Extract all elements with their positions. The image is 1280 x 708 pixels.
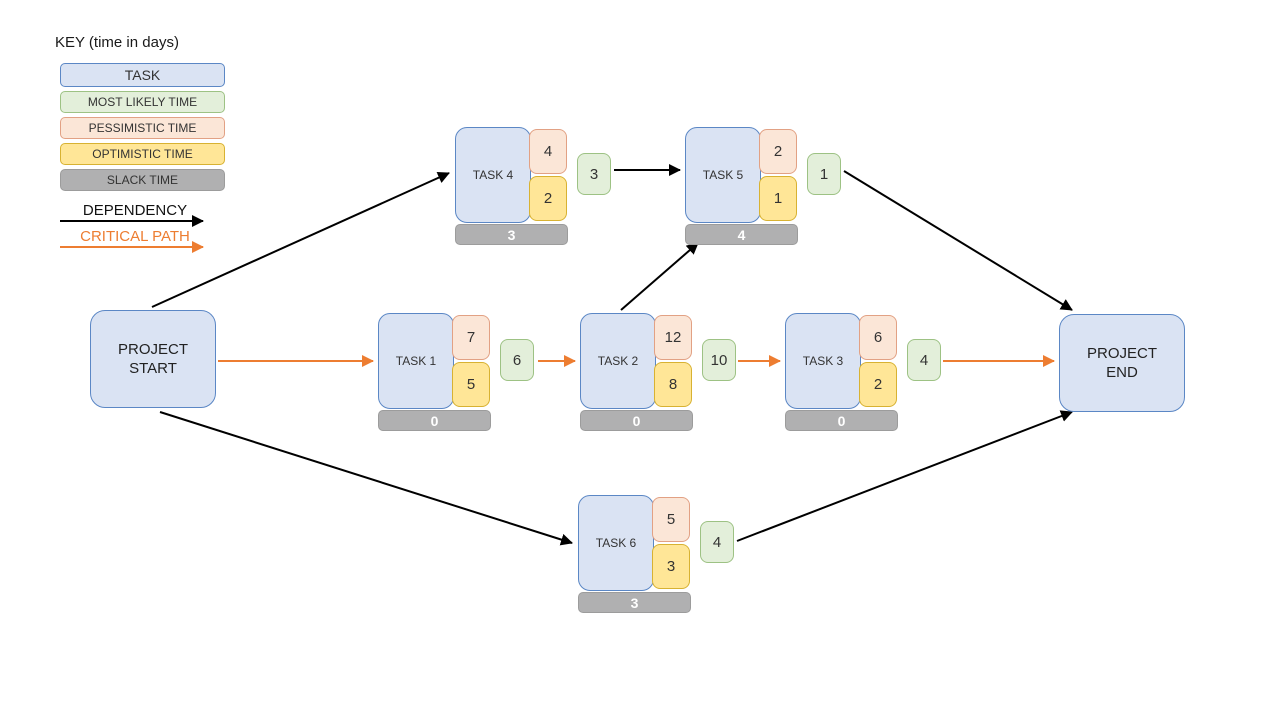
optimistic-time-value: 1 [759, 176, 797, 221]
task-label: TASK 2 [597, 354, 639, 368]
project-start-node: PROJECT START [90, 310, 216, 408]
edge-task-2-task-5 [620, 242, 699, 311]
legend-item-slack-time: SLACK TIME [60, 169, 225, 191]
slack-time-value: 0 [378, 410, 491, 431]
most-likely-time-value: 1 [807, 153, 841, 195]
pessimistic-time-value: 5 [652, 497, 690, 542]
task-label: TASK 4 [472, 168, 514, 182]
edge-project-start-task-6 [159, 411, 573, 546]
optimistic-time-value: 2 [529, 176, 567, 221]
task-label: TASK 6 [595, 536, 637, 550]
most-likely-time-value: 10 [702, 339, 736, 381]
edge-project-start-task-4 [151, 172, 450, 308]
task-4-node: TASK 4 4 2 3 3 [455, 127, 615, 247]
most-likely-time-value: 4 [907, 339, 941, 381]
legend-item-most-likely-time: MOST LIKELY TIME [60, 91, 225, 113]
project-end-node: PROJECT END [1059, 314, 1185, 412]
pessimistic-time-value: 6 [859, 315, 897, 360]
slack-time-value: 0 [580, 410, 693, 431]
most-likely-time-value: 3 [577, 153, 611, 195]
task-label: TASK 1 [395, 354, 437, 368]
legend: TASK MOST LIKELY TIME PESSIMISTIC TIME O… [60, 63, 225, 195]
slack-time-value: 0 [785, 410, 898, 431]
legend-title: KEY (time in days) [55, 34, 179, 51]
slack-time-value: 3 [578, 592, 691, 613]
pessimistic-time-value: 4 [529, 129, 567, 174]
task-6-node: TASK 6 5 3 4 3 [578, 495, 738, 615]
task-3-node: TASK 3 6 2 4 0 [785, 313, 945, 433]
task-box: TASK 5 [685, 127, 761, 223]
task-box: TASK 3 [785, 313, 861, 409]
optimistic-time-value: 2 [859, 362, 897, 407]
edge-task-5-project-end [843, 170, 1073, 311]
legend-dependency-label: DEPENDENCY [82, 202, 188, 219]
task-box: TASK 6 [578, 495, 654, 591]
legend-critical-path-label: CRITICAL PATH [80, 228, 190, 245]
optimistic-time-value: 8 [654, 362, 692, 407]
optimistic-time-value: 3 [652, 544, 690, 589]
most-likely-time-value: 6 [500, 339, 534, 381]
task-box: TASK 4 [455, 127, 531, 223]
pessimistic-time-value: 2 [759, 129, 797, 174]
pessimistic-time-value: 12 [654, 315, 692, 360]
most-likely-time-value: 4 [700, 521, 734, 563]
pessimistic-time-value: 7 [452, 315, 490, 360]
task-label: TASK 5 [702, 168, 744, 182]
task-box: TASK 2 [580, 313, 656, 409]
slack-time-value: 4 [685, 224, 798, 245]
slack-time-value: 3 [455, 224, 568, 245]
task-label: TASK 3 [802, 354, 844, 368]
task-1-node: TASK 1 7 5 6 0 [378, 313, 538, 433]
legend-item-pessimistic-time: PESSIMISTIC TIME [60, 117, 225, 139]
task-box: TASK 1 [378, 313, 454, 409]
task-2-node: TASK 2 12 8 10 0 [580, 313, 740, 433]
optimistic-time-value: 5 [452, 362, 490, 407]
legend-item-optimistic-time: OPTIMISTIC TIME [60, 143, 225, 165]
task-5-node: TASK 5 2 1 1 4 [685, 127, 845, 247]
edge-task-6-project-end [736, 410, 1073, 542]
legend-item-task: TASK [60, 63, 225, 87]
